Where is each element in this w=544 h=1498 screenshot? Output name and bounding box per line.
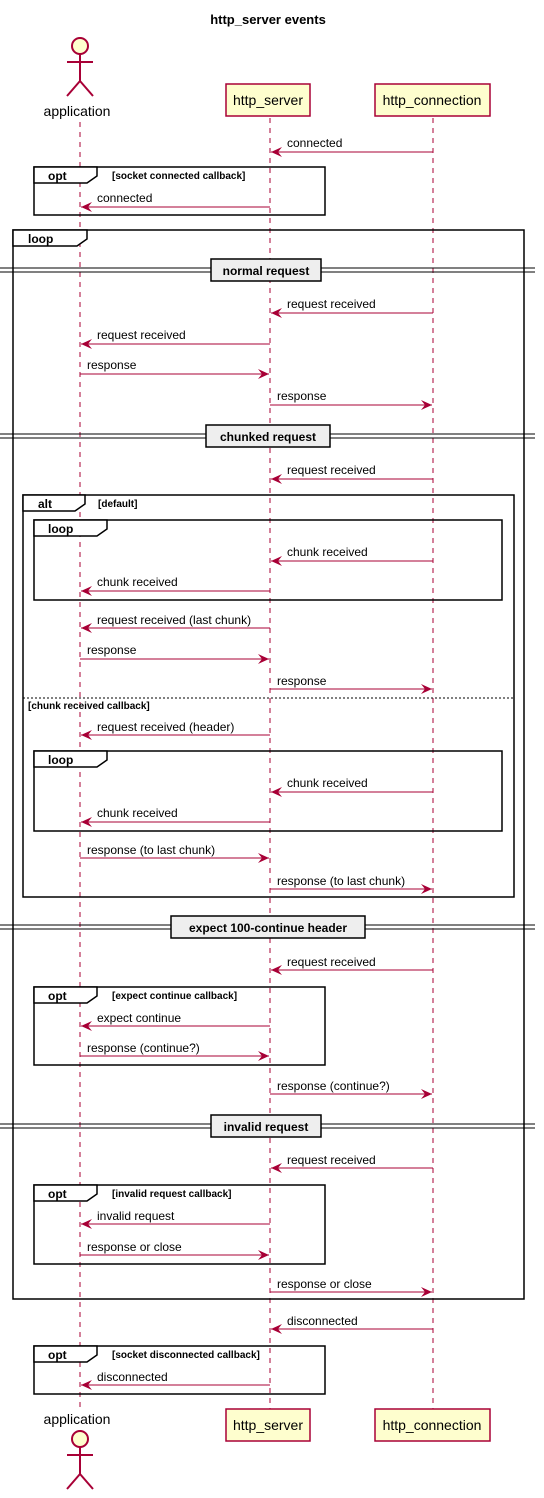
fragment-opt-socket-disconnected: opt [socket disconnected callback] [33,1345,326,1395]
participant-label-http-connection: http_connection [383,92,482,108]
fragment-alt: alt [default] [22,494,515,898]
fragment-guard: [socket disconnected callback] [112,1350,260,1361]
participant-label-http-connection: http_connection [383,1417,482,1433]
fragment-opt-invalid-request: opt [invalid request callback] [33,1184,326,1265]
message-label: expect continue [97,1011,181,1025]
divider-invalid-request: invalid request [0,1114,535,1138]
fragment-guard: [socket connected callback] [112,171,245,182]
message-label: chunk received [287,776,368,790]
participant-label-http-server: http_server [233,92,303,108]
fragment-guard: [default] [98,499,137,510]
fragment-keyword: opt [48,1187,67,1201]
message-label: response or close [87,1240,182,1254]
message-label: response [277,389,327,403]
participant-http-server-bottom: http_server [225,1408,311,1442]
divider-chunked-request: chunked request [0,424,535,448]
message-label: connected [287,136,342,150]
message-label: response (to last chunk) [87,843,215,857]
fragment-loop-main: loop [12,229,525,1300]
message-label: chunk received [97,575,178,589]
divider-expect-continue: expect 100-continue header [0,915,535,939]
message-label: chunk received [97,806,178,820]
participant-label-http-server: http_server [233,1417,303,1433]
message-label: connected [97,191,152,205]
fragment-opt-expect-continue: opt [expect continue callback] [33,986,326,1066]
fragment-guard: [chunk received callback] [28,701,150,712]
message-label: invalid request [97,1209,175,1223]
divider-label: expect 100-continue header [189,921,347,935]
message-label: response (to last chunk) [277,874,405,888]
divider-label: invalid request [224,1120,309,1134]
fragment-keyword: loop [28,232,53,246]
fragment-keyword: loop [48,522,73,536]
message-label: disconnected [97,1370,168,1384]
message-label: response [277,674,327,688]
fragment-guard: [invalid request callback] [112,1189,232,1200]
participant-label-application: application [44,103,111,119]
message-label: request received (last chunk) [97,613,251,627]
fragment-keyword: opt [48,169,67,183]
message-label: chunk received [287,545,368,559]
participant-http-connection-top: http_connection [374,83,491,117]
message-label: request received [287,1153,376,1167]
fragment-loop-chunks-default: loop [33,519,503,601]
message-label: request received (header) [97,720,234,734]
actor-application-top: application [44,37,111,119]
message-label: request received [287,297,376,311]
diagram-title: http_server events [210,12,326,27]
message-label: response [87,358,137,372]
divider-label: chunked request [220,430,316,444]
fragment-keyword: alt [38,497,52,511]
message-label: response or close [277,1277,372,1291]
fragment-loop-chunks-callback: loop [33,750,503,832]
fragment-keyword: opt [48,1348,67,1362]
participant-http-connection-bottom: http_connection [374,1408,491,1442]
actor-application-bottom: application [44,1411,111,1490]
message-label: request received [287,463,376,477]
message-label: response (continue?) [87,1041,200,1055]
participant-http-server-top: http_server [225,83,311,117]
message-label: response [87,643,137,657]
fragment-guard: [expect continue callback] [112,991,237,1002]
message-label: request received [97,328,186,342]
divider-label: normal request [223,264,310,278]
divider-normal-request: normal request [0,258,535,282]
fragment-keyword: loop [48,753,73,767]
message-label: request received [287,955,376,969]
message-label: response (continue?) [277,1079,390,1093]
participant-label-application: application [44,1411,111,1427]
fragment-opt-socket-connected: opt [socket connected callback] [33,166,326,216]
message-label: disconnected [287,1314,358,1328]
fragment-keyword: opt [48,989,67,1003]
